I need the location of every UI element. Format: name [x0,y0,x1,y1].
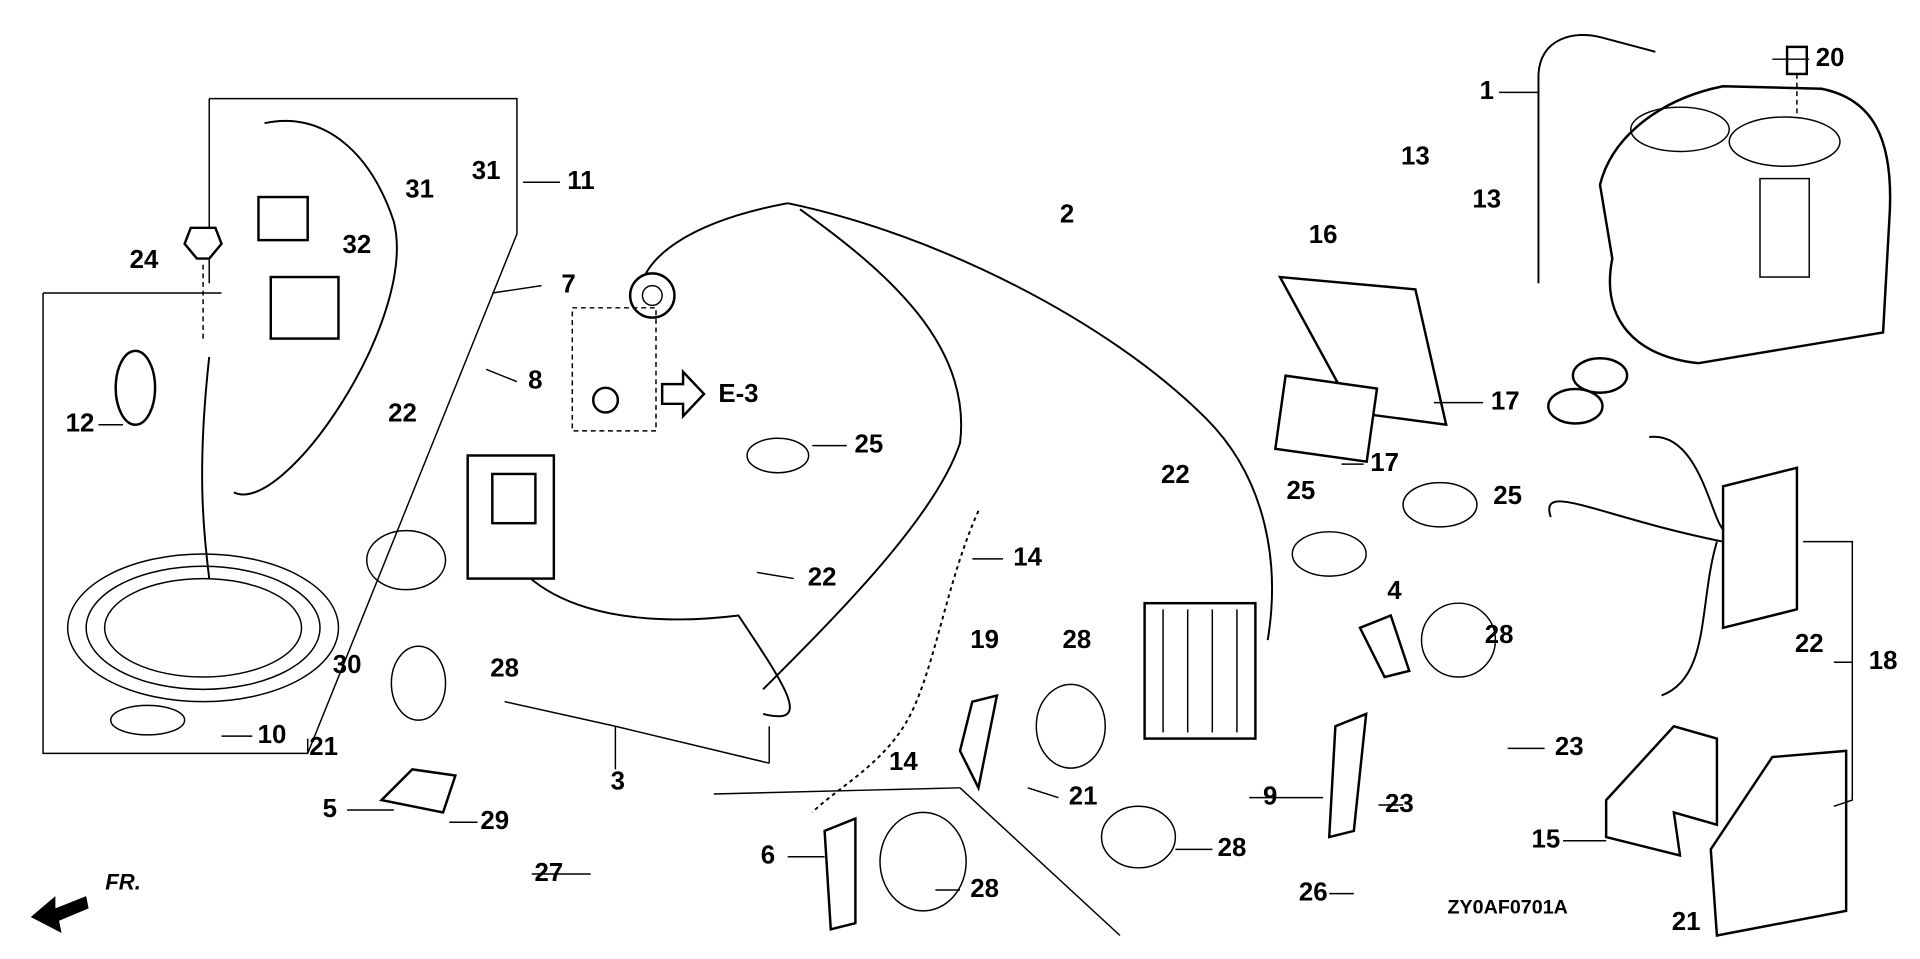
callout-13[interactable]: 13 [1401,142,1430,170]
callout-5[interactable]: 5 [323,795,337,823]
starter-relay [269,275,340,340]
bolt-20 [1785,45,1809,76]
callouts: 1 20 11 31 31 32 24 7 8 12 22 10 30 28 2… [66,44,1898,936]
front-label: FR. [105,870,141,895]
callout-28[interactable]: 28 [1485,621,1514,649]
callout-9[interactable]: 9 [1263,782,1277,810]
callout-13[interactable]: 13 [1472,186,1501,214]
callout-6[interactable]: 6 [761,842,775,870]
stay-9 [1327,712,1368,839]
key-switch [628,272,676,319]
stay-6 [823,816,857,931]
reference-label[interactable]: E-3 [718,380,758,408]
callout-28[interactable]: 28 [970,875,999,903]
callout-25[interactable]: 25 [855,430,884,458]
callout-19[interactable]: 19 [970,626,999,654]
callout-25[interactable]: 25 [1287,477,1316,505]
callout-21[interactable]: 21 [1069,782,1098,810]
callout-2[interactable]: 2 [1060,200,1074,228]
callout-26[interactable]: 26 [1299,878,1328,906]
callout-11[interactable]: 11 [567,167,594,195]
leader-lines [98,58,1854,895]
callout-31[interactable]: 31 [405,176,434,204]
band-clamps [110,437,1497,912]
callout-28[interactable]: 28 [1063,626,1092,654]
reference-arrow[interactable]: E-3 [660,368,759,420]
stay-5 [379,768,458,814]
diagram-code: ZY0AF0701A [1448,897,1568,919]
callout-16[interactable]: 16 [1309,221,1338,249]
callout-14[interactable]: 14 [889,748,918,776]
callout-29[interactable]: 29 [480,807,509,835]
callout-22[interactable]: 22 [1161,461,1190,489]
pilot-lamp [592,386,620,414]
callout-24[interactable]: 24 [130,246,159,274]
regulator [1143,601,1257,740]
callout-27[interactable]: 27 [535,859,564,887]
callout-28[interactable]: 28 [1218,834,1247,862]
callout-1[interactable]: 1 [1480,77,1494,105]
terminal-cover [114,349,157,426]
callout-22[interactable]: 22 [1795,630,1824,658]
cable-1 [1537,33,1656,284]
callout-22[interactable]: 22 [388,400,417,428]
callout-14[interactable]: 14 [1013,544,1042,572]
callout-22[interactable]: 22 [808,563,837,591]
case-18 [1709,749,1848,937]
relay-cover [257,195,309,242]
callout-20[interactable]: 20 [1816,44,1845,72]
battery-cable [66,119,398,703]
stay-4 [1358,613,1411,679]
callout-17[interactable]: 17 [1370,449,1399,477]
callout-28[interactable]: 28 [490,654,519,682]
callout-10[interactable]: 10 [258,721,287,749]
nut [183,226,223,260]
callout-30[interactable]: 30 [333,651,362,679]
callout-25[interactable]: 25 [1493,482,1522,510]
front-direction-arrow: FR. [30,870,141,934]
bracket-15 [1604,724,1719,858]
callout-17[interactable]: 17 [1491,387,1520,415]
callout-23[interactable]: 23 [1385,790,1414,818]
control-unit [1547,357,1799,697]
callout-32[interactable]: 32 [343,231,372,259]
callout-8[interactable]: 8 [528,366,542,394]
callout-21[interactable]: 21 [1672,908,1701,936]
heat-shield [1273,275,1448,464]
callout-31[interactable]: 31 [472,157,501,185]
callout-23[interactable]: 23 [1555,733,1584,761]
callout-7[interactable]: 7 [561,270,575,298]
callout-3[interactable]: 3 [611,768,625,796]
main-wire-harness [466,202,1273,718]
callout-12[interactable]: 12 [66,410,95,438]
stay-19 [958,693,999,792]
callout-18[interactable]: 18 [1869,647,1898,675]
callout-4[interactable]: 4 [1387,577,1402,605]
callout-15[interactable]: 15 [1531,826,1560,854]
callout-21[interactable]: 21 [309,733,338,761]
engine [1598,73,1892,365]
